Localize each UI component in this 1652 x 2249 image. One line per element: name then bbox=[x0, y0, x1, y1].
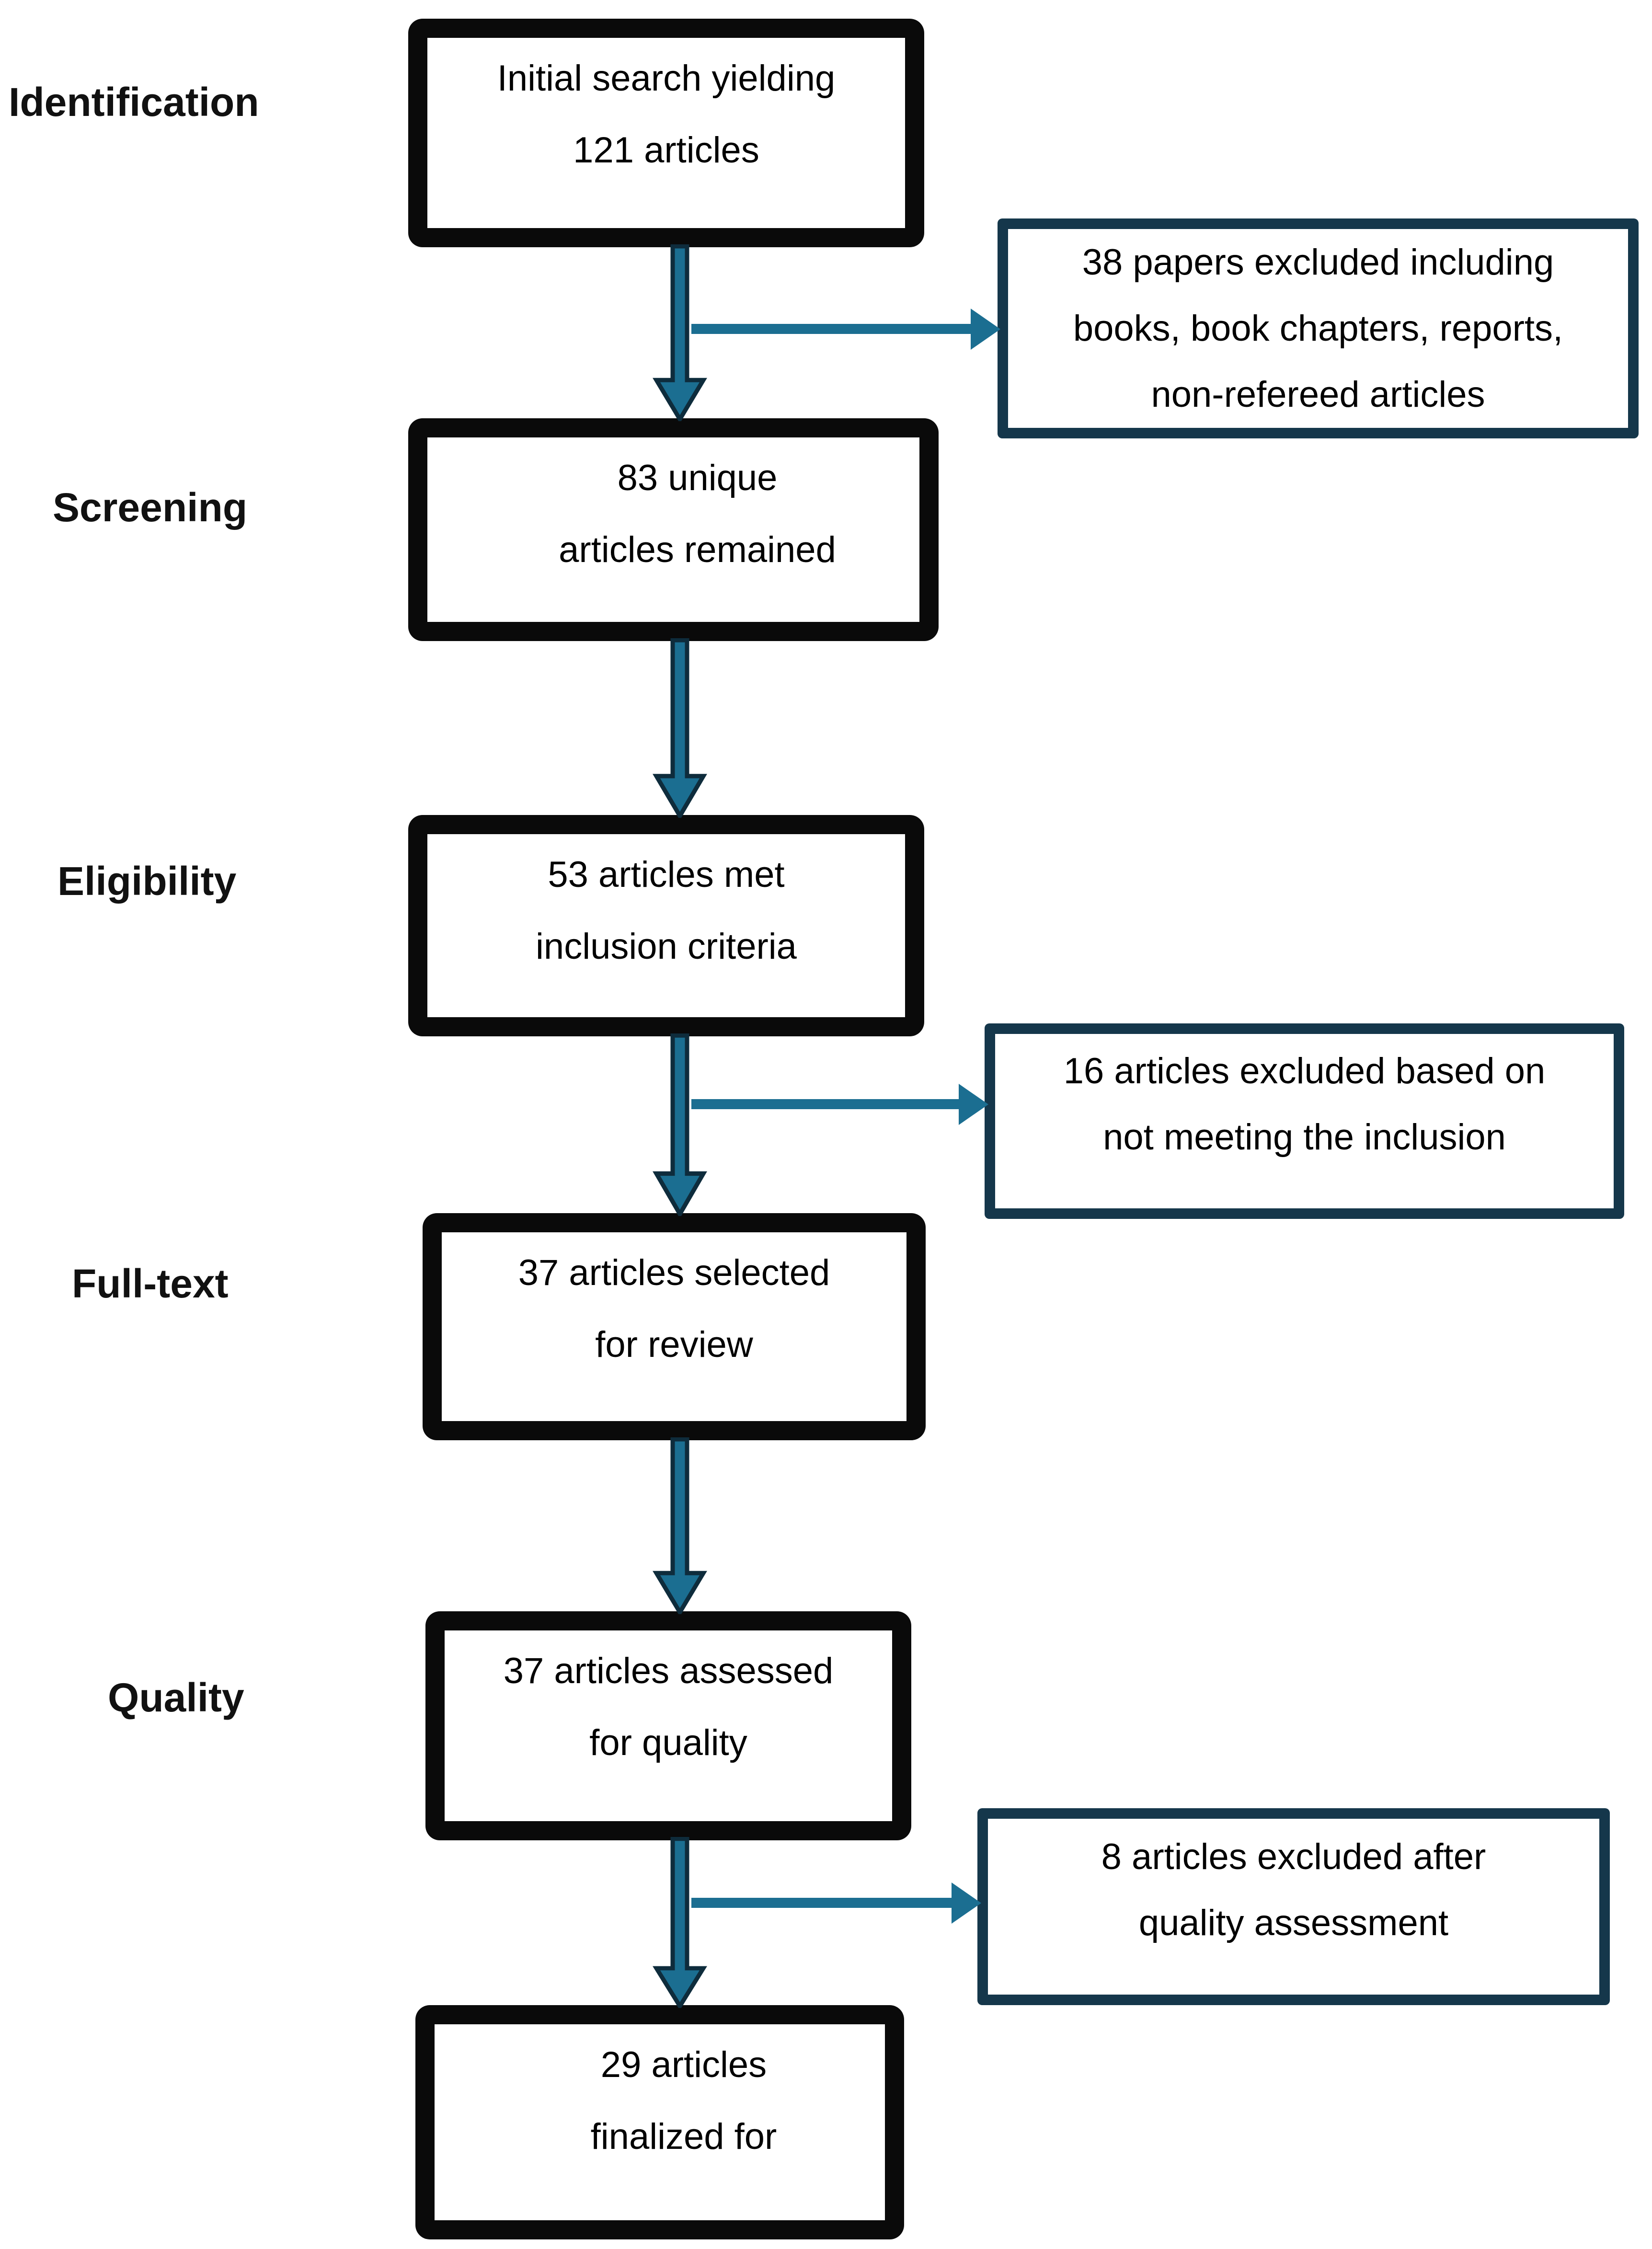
arrow-right-1-head-icon bbox=[971, 309, 1000, 350]
box-screening: 83 unique articles remained bbox=[408, 418, 939, 641]
arrow-down-1-icon bbox=[653, 244, 707, 421]
box-excluded-inclusion: 16 articles excluded based on not meetin… bbox=[985, 1023, 1624, 1219]
arrow-down-5-icon bbox=[653, 1837, 707, 2008]
box-line: not meeting the inclusion bbox=[1103, 1117, 1506, 1158]
arrow-down-3-icon bbox=[653, 1033, 707, 1216]
arrow-right-1-line bbox=[691, 324, 972, 334]
box-line: 37 articles assessed bbox=[503, 1651, 834, 1691]
box-full-text: 37 articles selected for review bbox=[423, 1213, 926, 1440]
box-line: 38 papers excluded including bbox=[1082, 241, 1554, 283]
box-line: non-refereed articles bbox=[1151, 374, 1485, 415]
arrow-right-2-head-icon bbox=[959, 1084, 988, 1125]
box-line: Initial search yielding bbox=[497, 58, 836, 99]
arrow-right-2-line bbox=[691, 1099, 960, 1109]
arrow-down-4-icon bbox=[653, 1437, 707, 1614]
box-line: articles remained bbox=[559, 529, 836, 570]
stage-label-eligibility: Eligibility bbox=[57, 859, 237, 904]
box-line: finalized for bbox=[590, 2116, 777, 2157]
box-line: 121 articles bbox=[573, 130, 759, 171]
stage-label-identification: Identification bbox=[9, 80, 259, 125]
box-line: books, book chapters, reports, bbox=[1073, 308, 1563, 349]
arrow-right-3-line bbox=[691, 1898, 952, 1908]
box-line: 16 articles excluded based on bbox=[1063, 1051, 1546, 1091]
box-line: 83 unique bbox=[617, 458, 778, 498]
box-line: for quality bbox=[589, 1722, 747, 1763]
box-line: 53 articles met bbox=[548, 854, 785, 895]
box-initial-search: Initial search yielding 121 articles bbox=[408, 19, 924, 247]
box-finalized: 29 articles finalized for bbox=[415, 2005, 904, 2239]
box-quality: 37 articles assessed for quality bbox=[425, 1611, 911, 1840]
box-line: inclusion criteria bbox=[536, 926, 797, 967]
box-line: quality assessment bbox=[1138, 1902, 1449, 1943]
arrow-down-2-icon bbox=[653, 638, 707, 818]
stage-label-screening: Screening bbox=[53, 485, 248, 530]
arrow-right-3-head-icon bbox=[952, 1882, 981, 1924]
stage-label-quality: Quality bbox=[108, 1675, 244, 1720]
box-excluded-initial: 38 papers excluded including books, book… bbox=[998, 218, 1639, 438]
box-excluded-quality: 8 articles excluded after quality assess… bbox=[977, 1808, 1610, 2005]
stage-label-full-text: Full-text bbox=[72, 1261, 229, 1306]
box-line: 8 articles excluded after bbox=[1101, 1836, 1486, 1877]
box-eligibility: 53 articles met inclusion criteria bbox=[408, 815, 924, 1036]
box-line: 37 articles selected bbox=[518, 1252, 830, 1293]
box-line: 29 articles bbox=[600, 2044, 767, 2085]
box-line: for review bbox=[595, 1324, 753, 1365]
